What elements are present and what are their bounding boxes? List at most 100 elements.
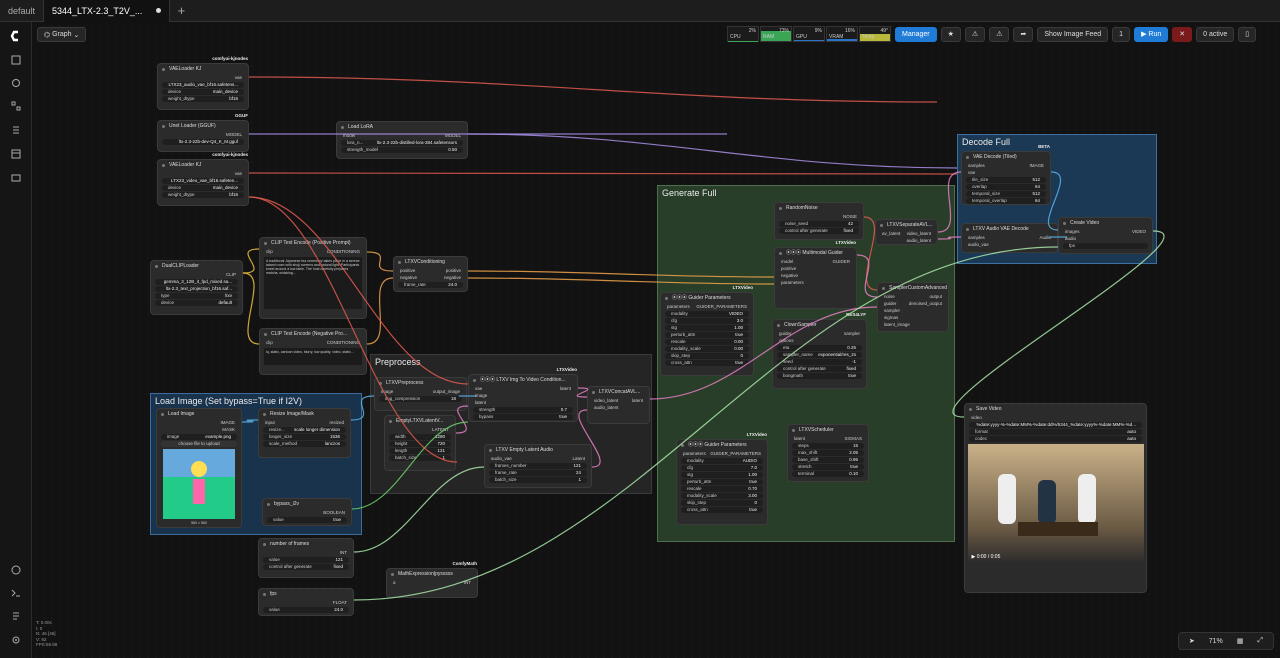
output-slot[interactable]: INT [463, 580, 471, 585]
node-ltxv-img-to-video-condition[interactable]: LTXVideo⦿⦿⦿ LTXV Img To Video Condition.… [468, 367, 578, 422]
show-image-feed-button[interactable]: Show Image Feed [1037, 26, 1109, 42]
output-slot[interactable]: vae [234, 75, 242, 80]
workflow-tab-default[interactable]: default [0, 0, 45, 22]
terminal-icon[interactable] [8, 585, 24, 601]
input-slot[interactable]: clip [266, 340, 273, 345]
input-slot[interactable]: image [381, 389, 394, 394]
templates-icon[interactable] [8, 146, 24, 162]
prompt-textarea[interactable]: lq, static, cartoon video, blurry, low q… [264, 348, 362, 365]
output-slot[interactable]: GUIDER_PARAMETERS [710, 451, 761, 456]
graph-menu-button[interactable]: ⌬ Graph ⌄ [37, 27, 87, 42]
input-slot[interactable]: clip [266, 249, 273, 254]
batch-count-input[interactable]: 1 [1112, 26, 1131, 42]
output-slot[interactable]: GUIDER_PARAMETERS [696, 304, 747, 309]
output-slot[interactable]: sampler [843, 331, 860, 336]
warning-icon[interactable]: ⚠ [964, 26, 986, 42]
input-slot[interactable]: video_latent [594, 398, 619, 403]
input-slot[interactable]: noise [884, 294, 895, 299]
share-icon[interactable]: ➦ [1013, 26, 1034, 42]
input-slot[interactable]: sigmas [884, 315, 899, 320]
output-slot[interactable]: LATENT [432, 427, 449, 432]
input-slot[interactable]: parameters [683, 451, 706, 456]
fit-view-icon[interactable]: ⤢ [1257, 637, 1263, 644]
output-slot[interactable]: CONDITIONING [326, 249, 360, 254]
input-slot[interactable]: parameters [781, 280, 804, 285]
input-slot[interactable]: latent_image [884, 322, 910, 327]
node-widget[interactable]: fps [1063, 243, 1148, 249]
upload-button[interactable]: choose file to upload [161, 441, 237, 447]
output-slot[interactable]: BOOLEAN [323, 510, 345, 515]
panel-toggle-icon[interactable]: ▯ [1238, 26, 1257, 42]
run-button[interactable]: ▶ Run [1134, 26, 1169, 42]
input-slot[interactable]: image [475, 393, 488, 398]
node-widget[interactable]: ltx-2.3_text_projection_bf16.saf... [155, 286, 238, 292]
input-slot[interactable]: sampler [884, 308, 901, 313]
video-preview[interactable]: ▶ 0:00 / 0:05 [967, 444, 1144, 564]
input-slot[interactable]: audio_latent [594, 405, 619, 410]
input-slot[interactable]: negative [781, 273, 799, 278]
output-slot[interactable]: vae [234, 171, 242, 176]
queue-status[interactable]: 0 active [1196, 26, 1235, 42]
output-slot[interactable]: latent [559, 386, 571, 391]
node-widget[interactable]: ltx-2.3-22b-dev-Q4_K_M.gguf [162, 139, 244, 145]
output-slot[interactable]: CLIP [225, 272, 236, 277]
node-widget[interactable]: LTX23_audio_vae_bf16.safetens... [162, 82, 244, 88]
output-slot[interactable]: resized [329, 420, 344, 425]
nodes-icon[interactable] [8, 98, 24, 114]
node-widget[interactable]: lora_n...ltx-2.3-22b-distilled-lora-384.… [341, 140, 463, 146]
node-widget[interactable]: seed-1 [777, 359, 862, 365]
models-icon[interactable] [8, 75, 24, 91]
help-icon[interactable] [8, 562, 24, 578]
